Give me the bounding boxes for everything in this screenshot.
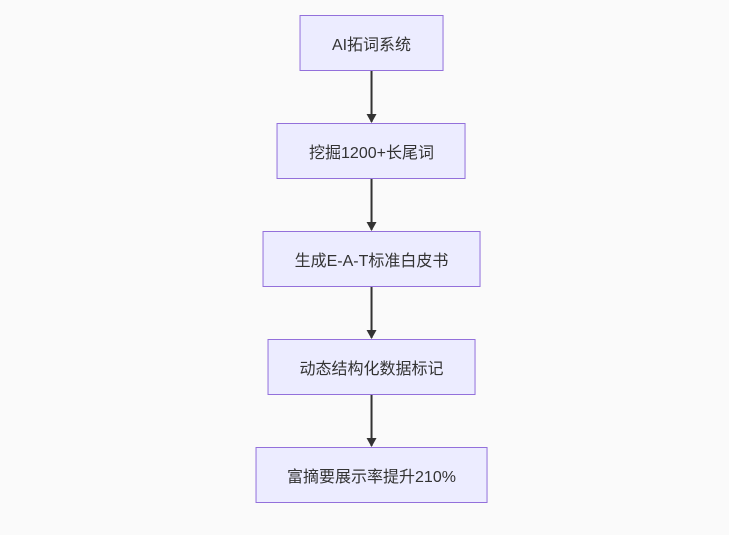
flow-node-3: 生成E-A-T标准白皮书 — [262, 231, 481, 287]
arrowhead-down-icon — [366, 438, 377, 447]
flowchart: AI拓词系统挖掘1200+长尾词生成E-A-T标准白皮书动态结构化数据标记富摘要… — [255, 0, 488, 503]
arrowhead-down-icon — [366, 222, 377, 231]
flow-node-2: 挖掘1200+长尾词 — [277, 123, 466, 179]
flow-node-1: AI拓词系统 — [299, 15, 444, 71]
arrow-line — [370, 287, 373, 338]
arrow-line — [370, 395, 373, 446]
arrowhead-down-icon — [366, 330, 377, 339]
arrow-line — [370, 179, 373, 230]
arrow-line — [370, 71, 373, 122]
flow-node-4: 动态结构化数据标记 — [267, 339, 476, 395]
flow-arrow-1-to-2 — [366, 71, 378, 123]
arrowhead-down-icon — [366, 114, 377, 123]
flow-arrow-3-to-4 — [366, 287, 378, 339]
flow-arrow-4-to-5 — [366, 395, 378, 447]
flow-arrow-2-to-3 — [366, 179, 378, 231]
flow-node-5: 富摘要展示率提升210% — [255, 447, 488, 503]
